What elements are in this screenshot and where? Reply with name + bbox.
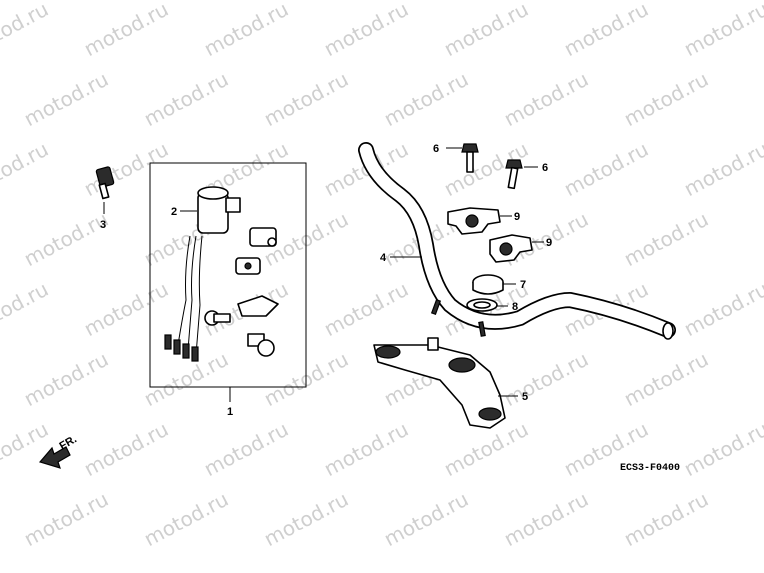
callout-6b: 6 — [542, 162, 548, 174]
callout-1: 1 — [227, 406, 233, 418]
switch-pin-part — [204, 310, 231, 326]
callout-9b: 9 — [546, 237, 552, 249]
switch-connector-part — [235, 257, 261, 275]
diagram-code: ECS3-F0400 — [620, 463, 680, 474]
handlebar-pipe — [358, 142, 676, 340]
ignition-assembly-box — [149, 162, 307, 388]
front-direction-arrow — [38, 446, 71, 469]
handlebar-holder-upper — [447, 207, 501, 235]
callout-9a: 9 — [514, 211, 520, 223]
handlebar-holder-lower — [489, 234, 533, 263]
cap-nut — [472, 274, 504, 295]
ignition-switch — [164, 186, 241, 362]
top-bridge — [373, 337, 506, 429]
callout-8: 8 — [512, 301, 518, 313]
callout-2: 2 — [171, 206, 177, 218]
front-label: FR. — [58, 433, 79, 452]
callout-7: 7 — [520, 279, 526, 291]
callout-6a: 6 — [433, 143, 439, 155]
callout-5: 5 — [522, 391, 528, 403]
switch-cam-part — [237, 295, 279, 317]
washer — [466, 298, 498, 312]
callout-3: 3 — [100, 219, 106, 231]
bolt-right — [505, 159, 523, 190]
callout-4: 4 — [380, 252, 387, 264]
bolt-left — [461, 143, 479, 173]
switch-lock-cylinder — [247, 333, 275, 357]
switch-cover-part — [249, 227, 277, 247]
ignition-key — [95, 166, 115, 200]
